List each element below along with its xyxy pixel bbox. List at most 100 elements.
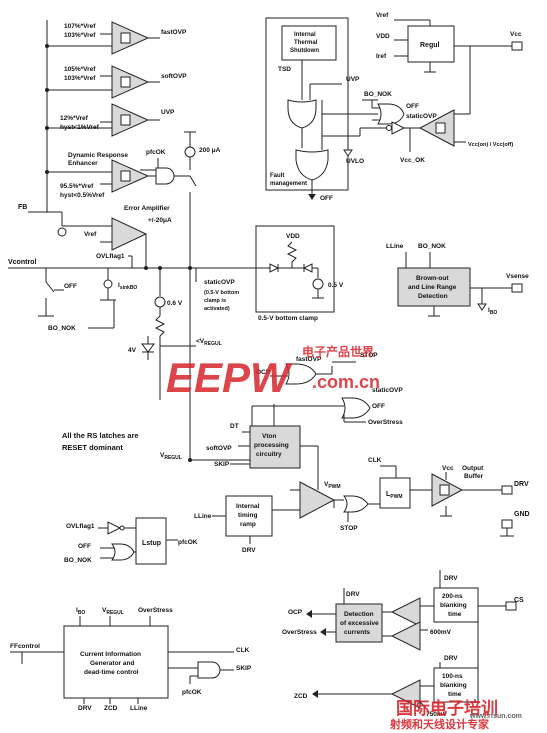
vcontrol-rail: Vcontrol OFF OVLflag1 IsinkBO BO_NOK 0.6…: [8, 253, 256, 462]
cig-pfcok: pfcOK: [182, 689, 202, 696]
excess-title2: of excessive: [340, 620, 379, 627]
fast-ovp-comparator: 107%*Vref 103%*Vref fastOVP: [64, 21, 187, 55]
pwm-latch: LPWM: [386, 491, 403, 500]
cig-clk: CLK: [236, 647, 250, 654]
lstup-bo-nok: BO_NOK: [64, 557, 92, 564]
fault-bo-nok: BO_NOK: [364, 91, 392, 98]
vton-skip: SKIP: [214, 461, 230, 468]
pwm-gnd: GND: [514, 511, 530, 518]
fault-off: OFF: [406, 103, 419, 110]
comparator-bank: 107%*Vref 103%*Vref fastOVP 105%*Vref 10…: [18, 20, 221, 268]
fault-vcc-on-off: Vcc(on) / Vcc(off): [468, 142, 513, 148]
pwm-buffer1: Output: [462, 465, 484, 472]
error-amp-title: Error Amplifier: [124, 205, 170, 212]
eepw-logo-cn: 电子产品世界: [302, 344, 374, 359]
blank1-b: blanking: [440, 602, 467, 609]
bottom-clamp-block: VDD 0.5 V 0.5-V bottom clamp: [255, 225, 344, 322]
cig-title1: Current Information: [80, 651, 141, 658]
excess-v750: 750mV: [426, 711, 448, 718]
regul-iref: Iref: [376, 53, 387, 60]
blank1-a: 200-ns: [442, 593, 463, 600]
off-switch-label: OFF: [64, 283, 77, 290]
blank2-a: 100-ns: [442, 673, 463, 680]
blank1-drv: DRV: [444, 575, 458, 582]
fast-ovp-output: fastOVP: [161, 29, 187, 36]
eepw-watermark: EEPW 电子产品世界 .com.cn: [166, 344, 380, 401]
error-amp-current: +/-20μA: [148, 217, 172, 224]
bo-nok-out: BO_NOK: [418, 243, 446, 250]
ovlflag1-label: OVLflag1: [96, 253, 125, 260]
clamp-title: 0.5-V bottom clamp: [258, 315, 318, 322]
cig-skip: SKIP: [236, 665, 252, 672]
lstup-pfcok: pfcOK: [178, 539, 198, 546]
lstup-title: Lstup: [142, 540, 161, 547]
static-ovp-note2: clamp is: [204, 298, 226, 304]
ton-static-ovp: staticOVP: [372, 387, 403, 394]
fault-static-ovp: staticOVP: [406, 113, 437, 120]
vton-title2: processing: [254, 442, 289, 449]
tsd-line3: Shutdown: [290, 48, 319, 54]
pwm-stop: STOP: [340, 525, 358, 532]
vcontrol-pin: Vcontrol: [8, 259, 36, 266]
dynamic-response-enhancer: Dynamic Response Enhancer 95.5%*Vref hys…: [60, 149, 190, 199]
regul-vref: Vref: [376, 12, 389, 19]
rfsun-watermark: 国际电子培训 www.rfsun.com 射频和天线设计专家: [389, 698, 522, 731]
fault-management-block: Internal Thermal Shutdown TSD UVP OFF Fa…: [265, 17, 513, 202]
pwm-buffer2: Buffer: [464, 473, 484, 480]
soft-ovp-comparator: 105%*Vref 103%*Vref softOVP: [64, 65, 187, 99]
cig-title3: dead-time control: [84, 669, 139, 676]
soft-ovp-ref2: 103%*Vref: [64, 75, 96, 82]
lstup-block: OVLflag1 OFF BO_NOK Lstup pfcOK: [64, 517, 198, 565]
ton-overstress: OverStress: [368, 419, 403, 426]
regul-vdd: VDD: [376, 33, 390, 40]
bo-title2: and Line Range: [408, 284, 457, 291]
eepw-logo: EEPW: [166, 354, 293, 401]
excess-title3: currents: [344, 629, 370, 636]
vton-processing-block: Vton processing circuitry DT softOVP SKI…: [206, 352, 403, 490]
regul-title: Regul: [420, 42, 440, 49]
ramp-title3: ramp: [240, 521, 256, 528]
excess-title1: Detection: [344, 611, 374, 618]
current-200ua-label: 200 μA: [199, 147, 221, 154]
excess-zcd: ZCD: [294, 693, 308, 700]
current-source-200ua: 200 μA: [184, 131, 221, 268]
bo-ibo: IBO: [488, 307, 497, 316]
fast-ovp-ref1: 107%*Vref: [64, 23, 96, 30]
v4-label: 4V: [128, 347, 137, 354]
rs-latch-note2: RESET dominant: [62, 443, 123, 452]
bo-nok-label: BO_NOK: [48, 325, 76, 332]
excess-current-block: Detection of excessive currents DRV OCP …: [282, 570, 524, 718]
error-amp-vref: Vref: [84, 231, 97, 238]
dre-title1: Dynamic Response: [68, 152, 128, 159]
clamp-v05: 0.5 V: [328, 282, 344, 289]
excess-overstress: OverStress: [282, 629, 317, 636]
lstup-ovlflag1: OVLflag1: [66, 523, 95, 530]
blank2-drv: DRV: [444, 655, 458, 662]
excess-ocp: OCP: [288, 609, 303, 616]
error-amplifier: Error Amplifier +/-20μA Vref: [57, 205, 172, 268]
ramp-title1: Internal: [236, 503, 260, 510]
tsd-line1: Internal: [294, 32, 316, 38]
soft-ovp-output: softOVP: [161, 73, 187, 80]
bo-title1: Brown-out: [416, 275, 449, 282]
blank2-b: blanking: [440, 682, 467, 689]
fault-title2: management: [270, 181, 307, 187]
vton-dt: DT: [230, 423, 239, 430]
vton-title1: Vton: [262, 433, 276, 440]
cig-vregul: VREGUL: [102, 607, 124, 616]
v06-label: 0.6 V: [167, 300, 183, 307]
fault-uvp: UVP: [346, 76, 360, 83]
cig-ibo: IBO: [76, 607, 85, 616]
ton-fast-ovp: fastOVP: [296, 356, 322, 363]
dre-title2: Enhancer: [68, 160, 98, 167]
vton-title3: circuitry: [256, 451, 282, 458]
excess-cs: CS: [514, 597, 524, 604]
blank2-c: time: [448, 691, 462, 698]
cig-overstress: OverStress: [138, 607, 173, 614]
fault-out-off: OFF: [320, 195, 333, 202]
current-info-generator-block: Current Information Generator and dead-t…: [10, 607, 252, 712]
ton-stop: STOP: [360, 352, 378, 359]
bo-lline: LLine: [386, 243, 404, 250]
cig-zcd: ZCD: [104, 705, 118, 712]
